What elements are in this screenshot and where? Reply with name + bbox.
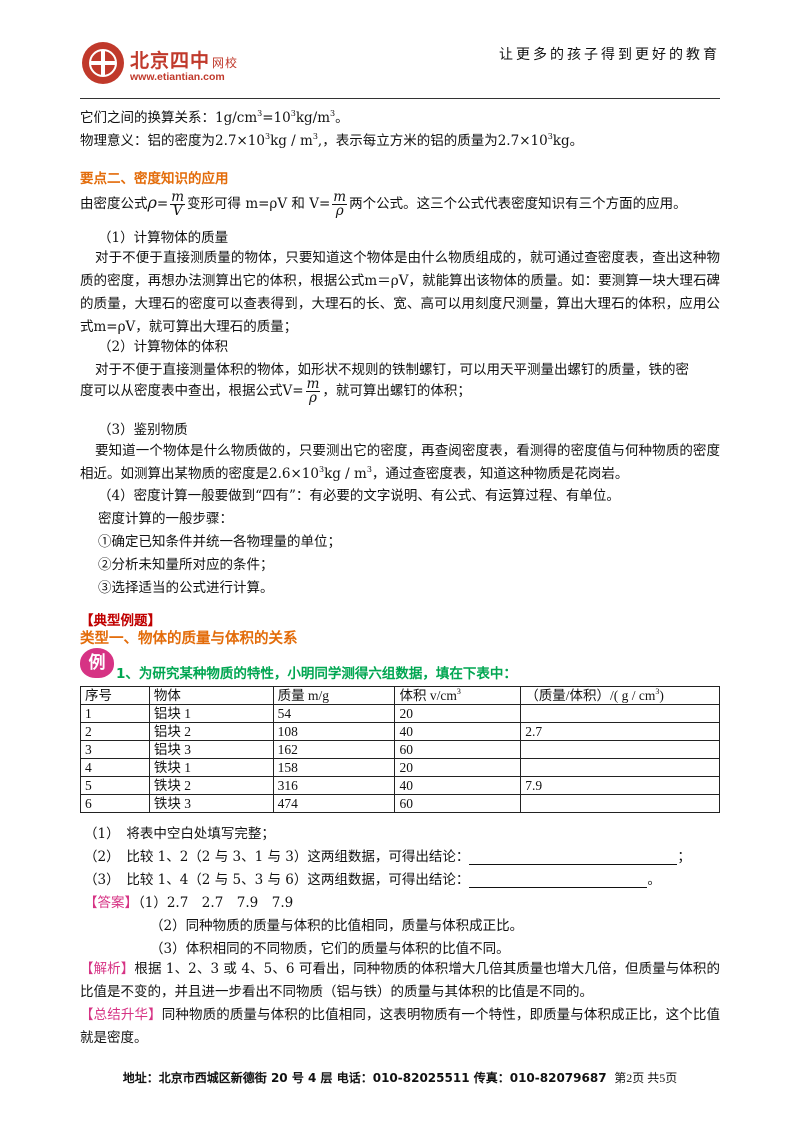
table-header-cell: 体积 v/cm3: [394, 686, 522, 705]
table-cell: 5: [80, 776, 150, 795]
table-cell: 铁块 1: [148, 758, 274, 777]
table-cell: 20: [394, 758, 522, 777]
table-cell: 40: [394, 776, 522, 795]
table-header-cell: 序号: [80, 686, 150, 705]
table-cell: 20: [394, 704, 522, 723]
subquestion: （3） 比较 1、4（2 与 5、3 与 6）这两组数据，可得出结论：。: [84, 872, 661, 888]
type-heading: 类型一、物体的质量与体积的关系: [80, 631, 298, 647]
question-text: 1、为研究某种物质的特性，小明同学测得六组数据，填在下表中：: [116, 666, 517, 682]
subsection-title: （1）计算物体的质量: [98, 230, 229, 246]
table-cell: 铁块 3: [148, 794, 274, 813]
table-cell: 铝块 3: [148, 740, 274, 759]
table-cell: 铝块 1: [148, 704, 274, 723]
answer-line: （2）同种物质的质量与体积的比值相同，质量与体积成正比。: [150, 918, 524, 934]
page-header: 北京四中网校 www.etiantian.com 让更多的孩子得到更好的教育: [80, 34, 720, 98]
table-cell: 4: [80, 758, 150, 777]
conversion-line: 它们之间的换算关系：1g/cm3=103kg/m3。: [80, 109, 349, 127]
step-item: ③选择适当的公式进行计算。: [98, 580, 274, 596]
table-header-row: 序号 物体 质量 m/g 体积 v/cm3 （质量/体积）/( g / cm3): [80, 686, 720, 705]
table-cell: 54: [272, 704, 396, 723]
table-cell: [520, 794, 720, 813]
logo-text: 北京四中网校: [130, 50, 239, 72]
paragraph: 对于不便于直接测质量的物体，只要知道这个物体是由什么物质组成的，就可通过查密度表…: [80, 250, 720, 335]
table-cell: 316: [272, 776, 396, 795]
paragraph: 要知道一个物体是什么物质做的，只要测出它的密度，再查阅密度表，看测得的密度值与何…: [80, 443, 720, 482]
section-heading: 要点二、密度知识的应用: [80, 171, 229, 187]
table-cell: 6: [80, 794, 150, 813]
subsection-title: （3）鉴别物质: [98, 422, 188, 438]
summary-paragraph: 【总结升华】同种物质的质量与体积的比值相同，这表明物质有一个特性，即质量与体积成…: [80, 1007, 721, 1046]
table-cell: [520, 758, 720, 777]
table-cell: 7.9: [520, 776, 720, 795]
table-cell: 2.7: [520, 722, 720, 741]
table-cell: 162: [272, 740, 396, 759]
answer-line: （3）体积相同的不同物质，它们的质量与体积的比值不同。: [150, 941, 510, 957]
table-cell: 108: [272, 722, 396, 741]
table-cell: 1: [80, 704, 150, 723]
logo: 北京四中网校 www.etiantian.com: [80, 42, 255, 96]
table-cell: 铁块 2: [148, 776, 274, 795]
table-cell: 3: [80, 740, 150, 759]
table-cell: 474: [272, 794, 396, 813]
paragraph: （4）密度计算一般要做到“四有”：有必要的文字说明、有公式、有运算过程、有单位。: [98, 488, 620, 504]
step-item: ②分析未知量所对应的条件；: [98, 557, 274, 573]
analysis-paragraph: 【解析】根据 1、2、3 或 4、5、6 可看出，同种物质的体积增大几倍其质量也…: [80, 961, 721, 1000]
data-table: 序号 物体 质量 m/g 体积 v/cm3 （质量/体积）/( g / cm3)…: [80, 686, 720, 813]
steps-title: 密度计算的一般步骤：: [98, 511, 233, 527]
answer-line: 【答案】（1）2.7 2.7 7.9 7.9: [84, 895, 294, 911]
step-item: ①确定已知条件并统一各物理量的单位；: [98, 534, 341, 550]
table-cell: [520, 740, 720, 759]
page-footer: 地址：北京市西城区新德街 20 号 4 层 电话：010-82025511 传真…: [122, 1071, 678, 1085]
subquestion: （1） 将表中空白处填写完整；: [84, 826, 275, 842]
table-cell: 60: [394, 794, 522, 813]
table-cell: 2: [80, 722, 150, 741]
question-row: 例 1、为研究某种物质的特性，小明同学测得六组数据，填在下表中：: [80, 648, 720, 682]
table-cell: 40: [394, 722, 522, 741]
answer-blank[interactable]: [469, 887, 648, 888]
example-badge-icon: 例: [80, 648, 114, 678]
header-divider: [80, 98, 720, 99]
table-cell: 铝块 2: [148, 722, 274, 741]
paragraph: 对于不便于直接测量体积的物体，如形状不规则的铁制螺钉，可以用天平测量出螺钉的质量…: [95, 362, 689, 378]
logo-emblem-icon: [82, 42, 124, 84]
table-header-cell: 质量 m/g: [272, 686, 396, 705]
logo-url: www.etiantian.com: [130, 71, 225, 83]
subsection-title: （2）计算物体的体积: [98, 339, 229, 355]
table-cell: 158: [272, 758, 396, 777]
physical-meaning-line: 物理意义：铝的密度为2.7×103kg / m3,，表示每立方米的铝的质量为2.…: [80, 132, 584, 150]
table-header-cell: （质量/体积）/( g / cm3): [520, 686, 720, 705]
section-label: 【典型例题】: [80, 613, 161, 629]
table-cell: 60: [394, 740, 522, 759]
answer-blank[interactable]: [469, 864, 678, 865]
header-slogan: 让更多的孩子得到更好的教育: [499, 47, 720, 63]
subquestion: （2） 比较 1、2（2 与 3、1 与 3）这两组数据，可得出结论：；: [84, 849, 691, 865]
table-cell: [520, 704, 720, 723]
table-header-cell: 物体: [148, 686, 274, 705]
